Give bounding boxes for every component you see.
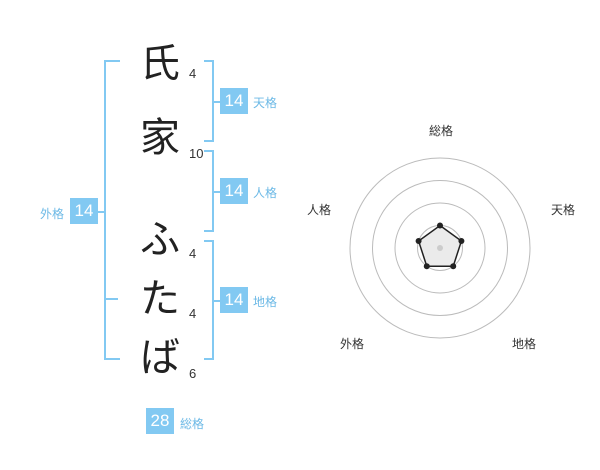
radar-ring [394, 202, 486, 294]
radar-ring [349, 157, 531, 339]
radar-label-tenkaku: 天格 [550, 203, 575, 217]
chikaku-value: 14 [220, 287, 248, 313]
radar-points [415, 222, 465, 270]
stroke-count-4: 4 [189, 306, 197, 321]
radar-ring [372, 180, 508, 316]
radar-label-jinkaku: 人格 [306, 203, 331, 217]
radar-point-2 [458, 238, 465, 245]
tenkaku-connector [214, 101, 220, 103]
jinkaku-value: 14 [220, 178, 248, 204]
radar-point-1 [437, 222, 443, 229]
jinkaku-connector [214, 191, 220, 193]
radar-chart [349, 157, 531, 339]
gaikaku-bracket [104, 60, 120, 360]
jinkaku-label: 人格 [253, 186, 278, 200]
jinkaku-bracket [204, 150, 214, 232]
tenkaku-bracket [204, 60, 214, 142]
radar-label-gaikaku: 外格 [339, 337, 364, 351]
radar-label-chikaku: 地格 [511, 337, 536, 351]
name-char-3: ふ [140, 217, 180, 263]
name-char-5: ば [140, 335, 180, 381]
radar-point-3 [450, 263, 457, 270]
name-char-4: た [140, 276, 180, 322]
soukaku-value: 28 [146, 408, 174, 434]
radar-point-5 [415, 238, 422, 245]
radar-label-soukaku: 総格 [428, 124, 453, 138]
tenkaku-label: 天格 [253, 96, 278, 110]
gaikaku-bracket-divider [104, 298, 118, 300]
chikaku-connector [214, 300, 220, 302]
soukaku-label: 総格 [180, 417, 205, 431]
gaikaku-label: 外格 [40, 207, 65, 221]
name-char-2: 家 [140, 115, 180, 161]
radar-point-4 [423, 263, 430, 270]
chikaku-label: 地格 [253, 295, 278, 309]
gaikaku-connector [92, 211, 104, 213]
tenkaku-value: 14 [220, 88, 248, 114]
stroke-count-2: 10 [189, 146, 204, 161]
chikaku-bracket [204, 240, 214, 360]
gaikaku-value: 14 [70, 198, 98, 224]
stroke-count-1: 4 [189, 66, 197, 81]
name-char-1: 氏 [140, 41, 180, 87]
radar-center [437, 245, 443, 251]
stroke-count-3: 4 [189, 246, 197, 261]
stroke-count-5: 6 [189, 366, 197, 381]
